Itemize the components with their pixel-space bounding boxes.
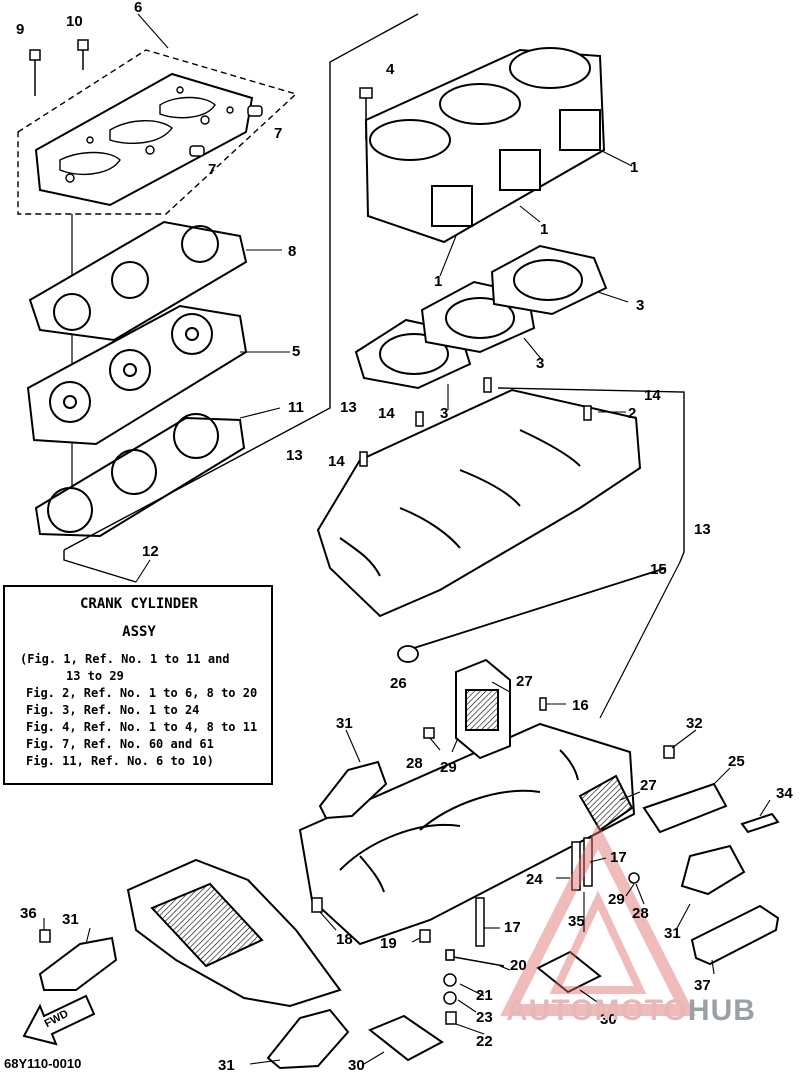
head-gasket-8 — [28, 220, 248, 342]
leader-lines — [43, 13, 771, 1065]
damper-31-bottom — [266, 1008, 350, 1070]
bracket-13 — [497, 387, 685, 563]
assy-box-line: Fig. 11, Ref. No. 6 to 10) — [26, 754, 214, 768]
assy-box-line: Fig. 7, Ref. No. 60 and 61 — [26, 737, 214, 751]
bush-15-icon — [397, 567, 667, 663]
callout-13: 13 — [340, 399, 357, 416]
callout-20: 20 — [510, 957, 527, 974]
callout-1: 1 — [434, 273, 442, 290]
callout-34: 34 — [776, 785, 793, 802]
assy-box-line: Fig. 4, Ref. No. 1 to 4, 8 to 11 — [26, 720, 258, 734]
bottom-cover — [126, 858, 342, 1008]
callout-27: 27 — [640, 777, 657, 794]
callout-31: 31 — [664, 925, 681, 942]
callout-4: 4 — [386, 61, 395, 78]
mount-assembly-right — [578, 774, 780, 966]
diagram-code: 68Y110-0010 — [4, 1056, 82, 1071]
plug-7-icon — [189, 105, 263, 157]
engine-mount-26 — [455, 658, 511, 760]
pin-16 — [539, 697, 547, 711]
callout-5: 5 — [292, 343, 300, 360]
stud-20 — [445, 949, 505, 967]
callout-30: 30 — [348, 1057, 365, 1074]
callout-17: 17 — [504, 919, 521, 936]
assy-box-line: 13 to 29 — [66, 669, 124, 683]
callout-31: 31 — [218, 1057, 235, 1074]
leader-13-lower — [599, 561, 681, 719]
callout-17: 17 — [610, 849, 627, 866]
callout-31: 31 — [336, 715, 353, 732]
callout-13: 13 — [694, 521, 711, 538]
callout-16: 16 — [572, 697, 589, 714]
base-gaskets-3 — [354, 244, 608, 390]
callout-19: 19 — [380, 935, 397, 952]
callout-35: 35 — [568, 913, 585, 930]
assy-box-line: (Fig. 1, Ref. No. 1 to 11 and — [20, 652, 230, 666]
callout-1: 1 — [540, 221, 548, 238]
callout-18: 18 — [336, 931, 353, 948]
watermark-logo — [500, 822, 696, 1016]
callout-25: 25 — [728, 753, 745, 770]
fwd-arrow — [22, 994, 96, 1046]
callout-3: 3 — [536, 355, 544, 372]
callout-29: 29 — [608, 891, 625, 908]
callout-24: 24 — [526, 871, 543, 888]
washer-34 — [740, 812, 780, 834]
assy-box-title: CRANK CYLINDER — [79, 596, 198, 612]
plate-30 — [368, 950, 602, 1062]
callout-36: 36 — [20, 905, 37, 922]
bolt-icons — [39, 727, 675, 1025]
assy-box-subtitle: ASSY — [122, 624, 156, 640]
callout-15: 15 — [650, 561, 667, 578]
watermark-text: AUTOMOTOHUB — [506, 994, 756, 1028]
callout-10: 10 — [66, 13, 83, 30]
damper-31-left — [38, 936, 118, 991]
callout-3: 3 — [440, 405, 448, 422]
assy-box-border — [3, 585, 273, 785]
bolt-9-icon — [29, 49, 41, 96]
bolt-4-icon — [359, 87, 373, 140]
callout-7: 7 — [208, 161, 216, 178]
watermark-part3: HUB — [687, 994, 756, 1027]
callout-23: 23 — [476, 1009, 493, 1026]
callout-1: 1 — [630, 159, 638, 176]
assy-box-line: Fig. 3, Ref. No. 1 to 24 — [26, 703, 200, 717]
callout-14: 14 — [378, 405, 395, 422]
callout-29: 29 — [440, 759, 457, 776]
callout-37: 37 — [694, 977, 711, 994]
callout-11: 11 — [288, 399, 304, 416]
callout-28: 28 — [406, 755, 423, 772]
callout-3: 3 — [636, 297, 644, 314]
callout-13: 13 — [286, 447, 303, 464]
callout-9: 9 — [16, 21, 24, 38]
callout-22: 22 — [476, 1033, 493, 1050]
callout-32: 32 — [686, 715, 703, 732]
dowel-pin-icons — [359, 377, 592, 467]
callout-2: 2 — [628, 405, 636, 422]
assy-box-line: Fig. 2, Ref. No. 1 to 6, 8 to 20 — [26, 686, 258, 700]
head-cover-group — [17, 49, 298, 215]
bolt-10-icon — [77, 39, 89, 70]
callout-6: 6 — [134, 0, 142, 16]
gasket-11 — [34, 413, 246, 538]
callout-7: 7 — [274, 125, 282, 142]
cylinder-block-1 — [364, 47, 606, 244]
callout-12: 12 — [142, 543, 159, 560]
watermark-part1: AUTO — [506, 994, 595, 1027]
crankcase-upper — [316, 388, 642, 618]
engine-bracket-25 — [642, 782, 728, 834]
callout-21: 21 — [476, 987, 493, 1004]
callout-26: 26 — [390, 675, 407, 692]
callout-28: 28 — [632, 905, 649, 922]
callout-30: 30 — [600, 1011, 617, 1028]
callout-14: 14 — [328, 453, 345, 470]
watermark-part2: MOTO — [594, 994, 688, 1027]
group-divider-lines — [63, 13, 419, 583]
callout-8: 8 — [288, 243, 296, 260]
callout-14: 14 — [644, 387, 661, 404]
callout-31: 31 — [62, 911, 79, 928]
callout-27: 27 — [516, 673, 533, 690]
damper-31-upper — [318, 760, 388, 820]
